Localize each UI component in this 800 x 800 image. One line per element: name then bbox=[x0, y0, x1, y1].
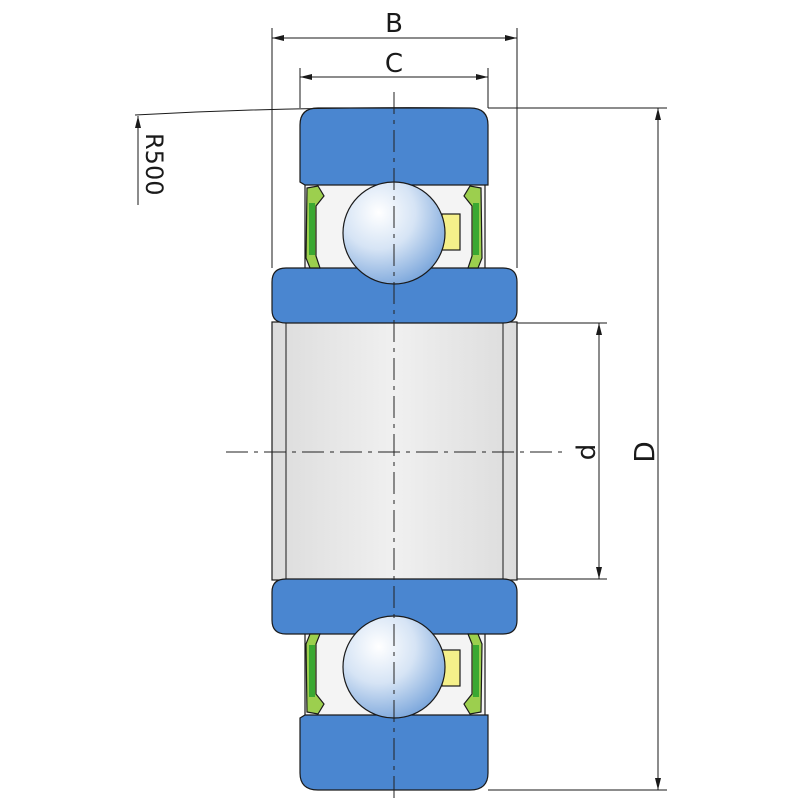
label-C: C bbox=[385, 49, 403, 79]
dimension-C: C bbox=[299, 49, 489, 108]
lower-seal-left bbox=[305, 633, 325, 715]
lower-seal-right bbox=[463, 633, 483, 715]
dimension-d: d bbox=[517, 322, 607, 580]
label-R500: R500 bbox=[140, 133, 168, 195]
label-D: D bbox=[628, 441, 661, 463]
label-B: B bbox=[385, 9, 403, 39]
upper-seal-left bbox=[305, 185, 325, 269]
label-d: d bbox=[572, 444, 602, 461]
dimension-B: B bbox=[271, 9, 518, 268]
upper-seal-right bbox=[463, 185, 483, 269]
radius-indicator: R500 bbox=[134, 107, 471, 205]
dimension-D: D bbox=[488, 107, 667, 791]
